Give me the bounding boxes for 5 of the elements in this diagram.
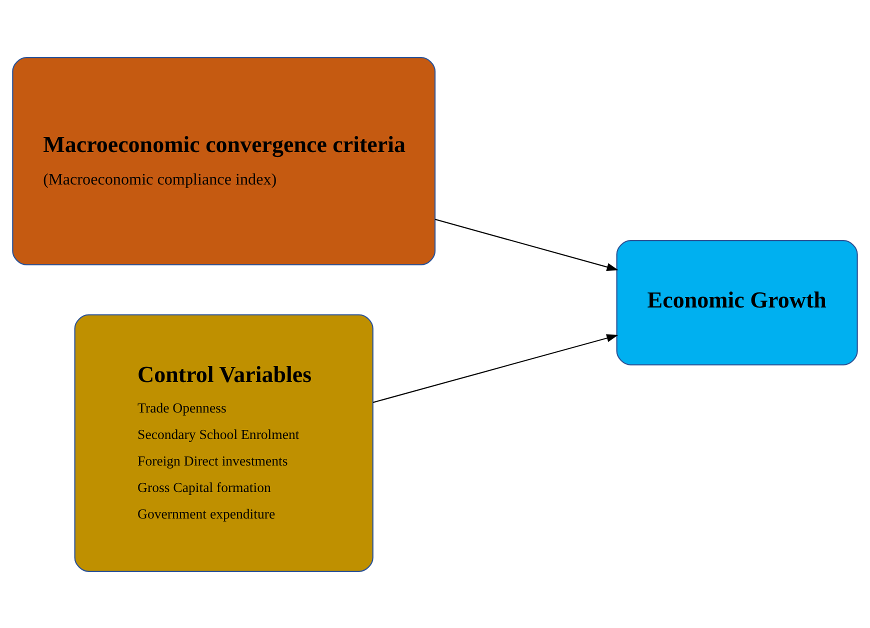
arrow (434, 218, 618, 270)
node-box: Control Variables Trade Openness Secondary School Enrolment Foreign Direct investments Gross Capital formation Government expenditure (74, 314, 374, 572)
arrow (372, 334, 618, 402)
node-box: Economic Growth (616, 240, 858, 365)
node-box: Macroeconomic convergence criteria (Macroeconomic compliance index) (12, 56, 436, 265)
